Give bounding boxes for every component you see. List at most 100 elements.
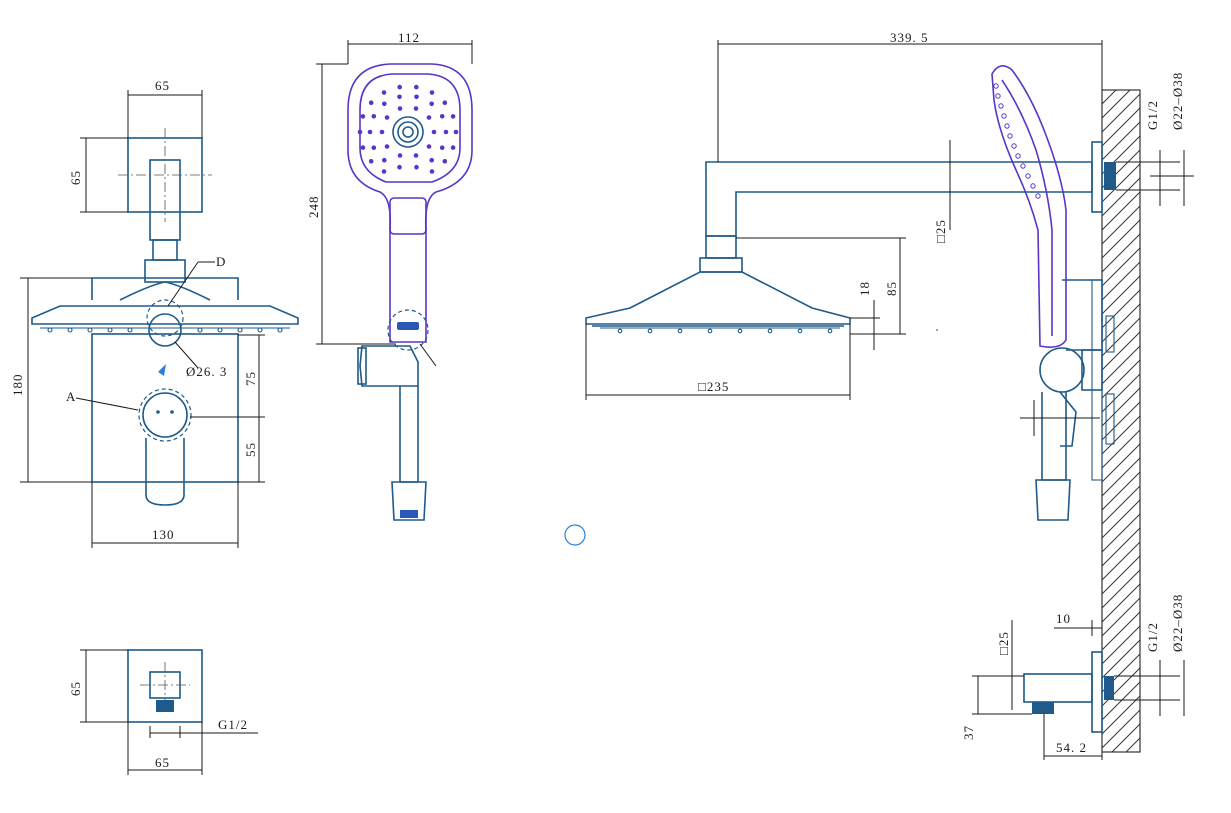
dim-plate-width: 65 [127,78,203,138]
hatch-line [1101,387,1141,427]
hatch-line [1101,513,1141,553]
dim-plate-height: 65 [68,137,128,213]
nozzle-dot [384,115,390,120]
nozzle-dot [414,94,419,100]
nozzle-dot [442,100,448,105]
hatch-line [1101,359,1141,399]
hatch-line [1101,527,1141,567]
hatch-line [1101,303,1141,343]
nozzle-dot [426,144,432,149]
dim-body-width-label: 130 [152,527,175,542]
nozzle-dot [371,114,377,119]
nozzle-dot [413,106,419,111]
dim-head-drop-short-label: 18 [857,281,872,296]
diameter-outlet-label: Ø26. 3 [186,364,227,379]
dim-bottom-thread-label: G1/2 [1145,622,1160,652]
label-a: A [66,389,76,404]
nozzle-dot [429,101,435,107]
nozzle-dot [431,129,437,135]
hatch-line [1101,247,1141,287]
hatch-line [1101,93,1141,133]
nozzle-dot [426,115,432,120]
hatch-line [1101,401,1141,441]
dim-handshower: 112 248 [306,30,473,367]
dim-plate-width-label: 65 [155,78,170,93]
dim-bottom-depth-label: 54. 2 [1056,740,1087,755]
side-nozzles [993,83,1041,199]
hatch-line [1101,597,1141,637]
wall-hatching [1101,89,1141,753]
nozzle-dot [397,164,402,170]
hatch-line [1101,191,1141,231]
dim-arm-section-label: □25 [933,219,948,243]
hatch-line [1101,681,1141,721]
hatch-line [1101,233,1141,273]
nozzle-dot [371,145,377,150]
dim-head-size-label: □235 [698,379,729,394]
hatch-line [1101,331,1141,371]
hatch-line [1101,471,1141,511]
nozzle-dot [382,157,387,163]
dim-elbow-width-label: 65 [155,755,170,770]
hatch-line [1101,569,1141,609]
hatch-line [1101,709,1141,749]
hatch-line [1101,373,1141,413]
hand-shower-nozzles [357,84,459,174]
hand-shower-front [347,63,473,521]
dim-elbow-height-label: 65 [68,681,83,696]
hatch-line [1101,639,1141,679]
nozzle-dot [453,129,459,135]
dim-bottom-height-label: 37 [961,725,976,740]
front-view-assembly [31,259,299,506]
nozzle-dot [450,114,456,119]
nozzle-dot [414,84,419,90]
dim-head-size: □235 [585,324,851,400]
nozzle-dot [414,164,419,170]
dim-body-width: 130 [91,482,239,548]
hand-shower-side [991,65,1115,521]
hatch-line [1101,583,1141,623]
dim-handshower-width-label: 112 [398,30,420,45]
hatch-line [1101,205,1141,245]
dim-handshower-length-label: 248 [306,196,321,219]
dim-top-pipe-diameter-label: Ø22–Ø38 [1170,72,1185,130]
dim-plate-height-label: 65 [68,170,83,185]
dim-bottom-section-label: □25 [996,631,1011,655]
dim-arm-length: 339. 5 [717,30,1103,162]
nozzle-dot [368,159,374,164]
hatch-line [1101,415,1141,455]
dim-top-connection: G1/2 Ø22–Ø38 [1145,72,1194,206]
hatch-line [1101,89,1117,105]
hatch-line [1101,611,1141,651]
nozzle-dot [360,114,366,119]
dim-spacing-lower-label: 55 [243,442,258,457]
nozzle-dot [360,145,366,150]
nozzle-dot [439,145,445,150]
nozzle-dot [442,159,448,164]
diameter-leader: Ø26. 3 [174,341,227,379]
nozzle-dot [397,84,403,90]
label-a-leader: A [66,389,139,411]
hatch-line [1101,443,1141,483]
hatch-line [1101,499,1141,539]
hatch-line [1101,177,1141,217]
nozzle-dot [382,101,387,107]
dim-arm-section: □25 [933,140,951,243]
hatch-line [1101,317,1141,357]
dim-head-drop-long-label: 85 [884,281,899,296]
hatch-line [1101,219,1141,259]
hatch-line [1101,89,1131,119]
dim-wall-thickness-label: 10 [1056,611,1071,626]
hatch-line [1101,107,1141,147]
shower-arm-side [585,141,1180,334]
marker-circle [564,524,586,546]
nozzle-dot [397,153,403,158]
hatch-line [1101,485,1141,525]
nozzle-dot [381,169,387,174]
nozzle-dot [429,90,435,95]
hatch-line [1101,289,1141,329]
nozzle-dot [384,144,390,149]
dim-spacing-upper-label: 75 [243,371,258,386]
dim-spacing: 75 55 [190,334,265,483]
label-d: D [216,254,226,269]
